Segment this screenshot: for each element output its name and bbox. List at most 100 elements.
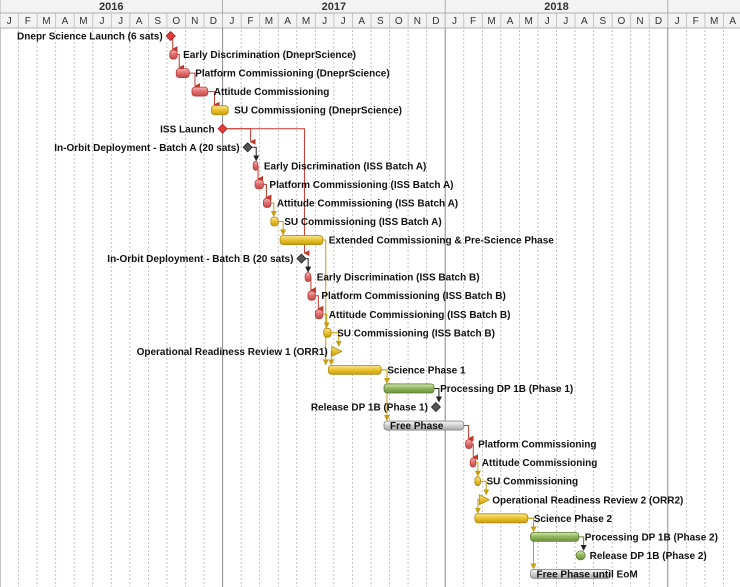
month-label: O (172, 16, 180, 27)
milestone-diamond-in-orbit-deployment-batch-a-20-sats[interactable] (242, 142, 253, 153)
month-label: A (507, 16, 514, 27)
month-label: F (247, 16, 253, 27)
dependency-link (263, 183, 272, 201)
task-label-dnepr-science-launch-6-sats: Dnepr Science Launch (6 sats) (17, 32, 163, 43)
gantt-bar-early-discrimination-dneprscience[interactable] (169, 49, 178, 60)
month-grid (0, 26, 724, 587)
year-label-2016: 2016 (99, 1, 123, 13)
dependency-link (578, 536, 587, 551)
gantt-bar-su-commissioning-dneprscience[interactable] (211, 105, 229, 116)
milestone-diamond-release-dp-1b-phase-1[interactable] (430, 401, 441, 413)
task-label-platform-commissioning-dneprscience: Platform Commissioning (DneprScience) (195, 69, 389, 80)
task-label-attitude-commissioning-iss-batch-b: Attitude Commissioning (ISS Batch B) (329, 310, 511, 321)
task-label-early-discrimination-dneprscience: Early Discrimination (DneprScience) (183, 50, 356, 61)
task-label-early-discrimination-iss-batch-b: Early Discrimination (ISS Batch B) (317, 273, 480, 284)
dependency-link (322, 313, 330, 329)
gantt-bar-processing-dp-1b-phase-2[interactable] (530, 531, 580, 542)
task-label-su-commissioning-dneprscience: SU Commissioning (DneprScience) (234, 106, 402, 117)
task-row-10: SU Commissioning (ISS Batch A) (270, 216, 442, 228)
milestone-flag-operational-readiness-review-2-orr2[interactable] (478, 494, 491, 506)
gantt-bar-early-discrimination-iss-batch-b[interactable] (304, 272, 312, 283)
task-label-extended-commissioning-pre-science-phase: Extended Commissioning & Pre-Science Pha… (329, 236, 555, 247)
task-label-in-orbit-deployment-batch-b-20-sats: In-Orbit Deployment - Batch B (20 sats) (107, 254, 293, 265)
gantt-bar-processing-dp-1b-phase-1[interactable] (383, 383, 435, 394)
gantt-bar-platform-commissioning-iss-batch-b[interactable] (307, 290, 316, 301)
task-row-25: Operational Readiness Review 2 (ORR2) (478, 494, 683, 506)
month-label: D (655, 16, 662, 27)
gantt-bar-free-phase[interactable] (383, 420, 465, 431)
task-row-8: Platform Commissioning (ISS Batch A) (254, 179, 454, 191)
task-row-19: Processing DP 1B (Phase 1) (383, 383, 573, 395)
month-label: O (618, 16, 626, 27)
month-label: M (79, 16, 87, 27)
task-row-3: Attitude Commissioning (191, 86, 329, 98)
gantt-bar-su-commissioning-iss-batch-b[interactable] (323, 327, 332, 338)
dependency-link (463, 425, 474, 442)
task-label-su-commissioning-iss-batch-b: SU Commissioning (ISS Batch B) (337, 328, 495, 339)
month-label: J (118, 16, 123, 27)
month-label: N (636, 16, 643, 27)
task-row-26: Science Phase 2 (474, 513, 613, 525)
gantt-bar-su-commissioning[interactable] (474, 476, 481, 487)
gantt-bar-platform-commissioning-dneprscience[interactable] (175, 68, 190, 78)
dependency-link (315, 295, 324, 312)
month-label: A (284, 16, 291, 27)
dependency-link (322, 239, 329, 366)
gantt-bar-science-phase-1[interactable] (327, 364, 382, 375)
dependency-link (207, 91, 220, 108)
task-row-5: ISS Launch (160, 123, 228, 135)
dependency-link (177, 54, 185, 71)
task-label-release-dp-1b-phase-2: Release DP 1B (Phase 2) (590, 551, 707, 562)
gantt-bar-platform-commissioning-iss-batch-a[interactable] (254, 179, 264, 190)
month-label: S (154, 16, 161, 27)
task-label-platform-commissioning-iss-batch-a: Platform Commissioning (ISS Batch A) (269, 180, 453, 191)
dependency-link (227, 128, 256, 145)
month-label: D (432, 16, 439, 27)
month-label: M (265, 16, 273, 27)
task-label-attitude-commissioning: Attitude Commissioning (482, 458, 598, 469)
task-label-free-phase-until-eom: Free Phase until EoM (537, 569, 638, 580)
month-label: D (210, 16, 217, 27)
month-label: F (470, 16, 476, 27)
task-row-1: Early Discrimination (DneprScience) (169, 49, 356, 61)
month-label: J (675, 16, 680, 27)
task-label-operational-readiness-review-2-orr2: Operational Readiness Review 2 (ORR2) (492, 495, 683, 506)
month-label: A (136, 16, 143, 27)
milestone-flag-operational-readiness-review-1-orr1[interactable] (331, 345, 343, 357)
gantt-bar-extended-commissioning-pre-science-phase[interactable] (279, 235, 324, 245)
gantt-bar-su-commissioning-iss-batch-a[interactable] (270, 216, 279, 227)
dependency-link (227, 128, 310, 257)
milestone-diamond-in-orbit-deployment-batch-b-20-sats[interactable] (296, 253, 307, 264)
gantt-bar-platform-commissioning[interactable] (465, 439, 473, 450)
task-label-platform-commissioning: Platform Commissioning (478, 440, 596, 451)
month-label: M (487, 16, 495, 27)
gantt-bar-attitude-commissioning-iss-batch-a[interactable] (263, 198, 272, 208)
month-label: M (525, 16, 533, 27)
gantt-bar-early-discrimination-iss-batch-a[interactable] (252, 160, 259, 171)
milestone-circle-release-dp-1b-phase-2[interactable] (575, 550, 586, 561)
milestone-diamond-dnepr-science-launch-6-sats[interactable] (165, 30, 176, 42)
dependency-link (381, 369, 390, 384)
month-label: S (377, 16, 384, 27)
gantt-bar-attitude-commissioning[interactable] (191, 86, 209, 97)
month-label: J (100, 16, 105, 27)
month-label: N (414, 16, 421, 27)
gantt-bar-attitude-commissioning[interactable] (469, 457, 477, 468)
milestone-diamond-iss-launch[interactable] (217, 123, 228, 134)
month-label: F (25, 16, 31, 27)
month-label: J (229, 16, 234, 27)
gantt-bar-science-phase-2[interactable] (474, 513, 529, 524)
dependency-link (434, 387, 442, 403)
gantt-bar-attitude-commissioning-iss-batch-b[interactable] (314, 309, 324, 320)
task-label-release-dp-1b-phase-1: Release DP 1B (Phase 1) (311, 403, 428, 414)
gantt-bar-free-phase-until-eom[interactable] (530, 569, 611, 579)
month-label: M (302, 16, 310, 27)
year-label-2017: 2017 (322, 1, 346, 13)
dependency-link (331, 332, 342, 347)
dependency-link (252, 146, 260, 162)
task-row-20: Release DP 1B (Phase 1) (311, 401, 441, 414)
dependency-link (381, 369, 390, 422)
task-row-17: Operational Readiness Review 1 (ORR1) (137, 345, 343, 358)
dependency-link (480, 480, 490, 496)
